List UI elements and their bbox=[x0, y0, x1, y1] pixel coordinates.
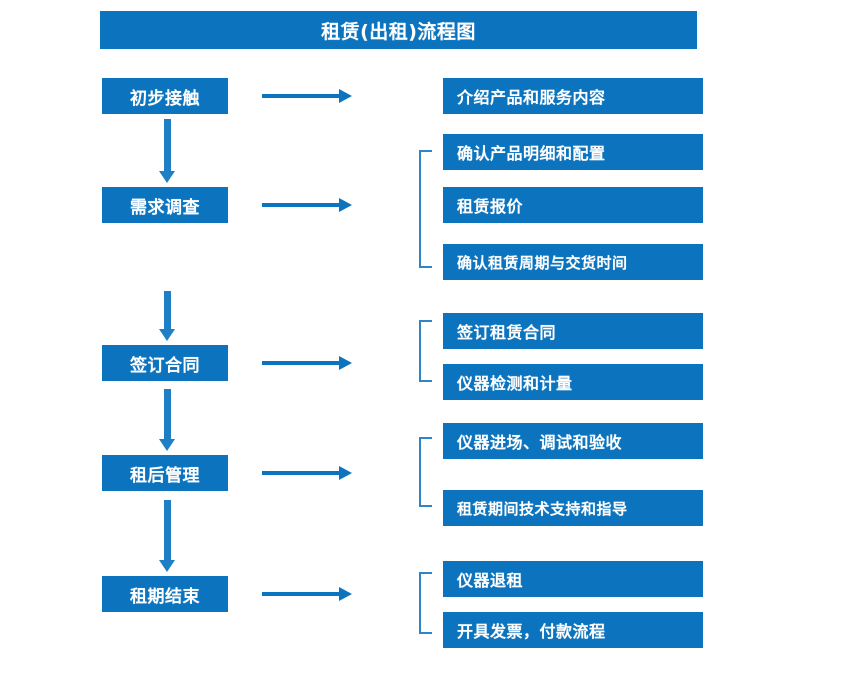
stage-box-2[interactable]: 需求调查 bbox=[102, 187, 228, 223]
stage-box-1[interactable]: 初步接触 bbox=[102, 78, 228, 114]
detail-box-10[interactable]: 开具发票，付款流程 bbox=[443, 612, 703, 648]
bracket-group-2 bbox=[419, 150, 432, 268]
bracket-group-4 bbox=[419, 437, 432, 507]
right-arrow-icon-4 bbox=[262, 466, 352, 480]
stage-box-5[interactable]: 租期结束 bbox=[102, 576, 228, 612]
detail-box-6[interactable]: 仪器检测和计量 bbox=[443, 364, 703, 400]
stage-box-3[interactable]: 签订合同 bbox=[102, 345, 228, 381]
detail-box-1[interactable]: 介绍产品和服务内容 bbox=[443, 78, 703, 114]
right-arrow-icon-2 bbox=[262, 198, 352, 212]
detail-box-5[interactable]: 签订租赁合同 bbox=[443, 313, 703, 349]
detail-box-4[interactable]: 确认租赁周期与交货时间 bbox=[443, 244, 703, 280]
page-title: 租赁(出租)流程图 bbox=[100, 11, 697, 49]
right-arrow-icon-1 bbox=[262, 89, 352, 103]
down-arrow-icon-4 bbox=[159, 500, 175, 572]
down-arrow-icon-1 bbox=[159, 119, 175, 183]
stage-box-4[interactable]: 租后管理 bbox=[102, 455, 228, 491]
bracket-group-3 bbox=[419, 320, 432, 382]
down-arrow-icon-2 bbox=[159, 291, 175, 341]
detail-box-7[interactable]: 仪器进场、调试和验收 bbox=[443, 423, 703, 459]
detail-box-2[interactable]: 确认产品明细和配置 bbox=[443, 134, 703, 170]
detail-box-8[interactable]: 租赁期间技术支持和指导 bbox=[443, 490, 703, 526]
right-arrow-icon-3 bbox=[262, 356, 352, 370]
detail-box-9[interactable]: 仪器退租 bbox=[443, 561, 703, 597]
bracket-group-5 bbox=[419, 572, 432, 634]
down-arrow-icon-3 bbox=[159, 389, 175, 451]
right-arrow-icon-5 bbox=[262, 587, 352, 601]
detail-box-3[interactable]: 租赁报价 bbox=[443, 187, 703, 223]
